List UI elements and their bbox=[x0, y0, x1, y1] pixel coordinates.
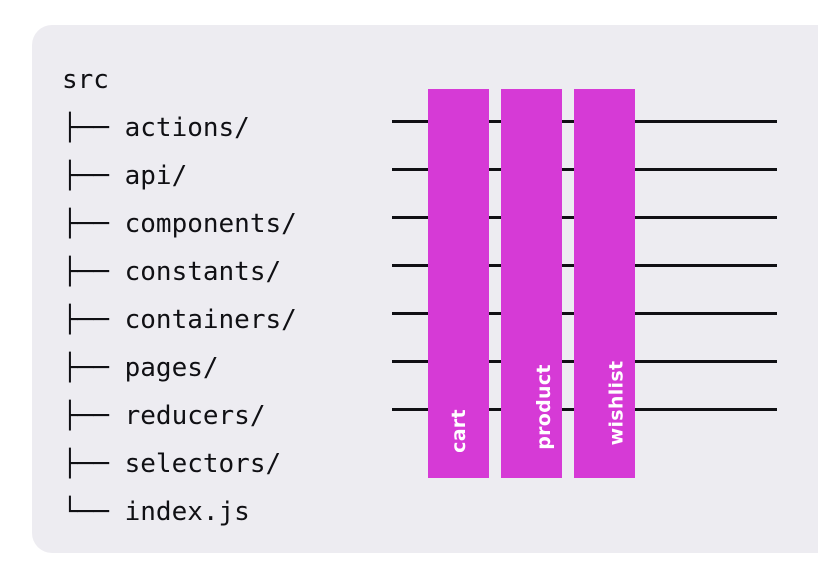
tree-row: ├── pages/ bbox=[62, 353, 219, 383]
tree-row: ├── reducers/ bbox=[62, 401, 266, 431]
module-bar-wishlist[interactable]: wishlist bbox=[574, 89, 635, 478]
module-bar-label: wishlist bbox=[574, 361, 635, 446]
module-bar-label-text: product bbox=[532, 364, 555, 450]
folder-tree: src ├── actions/ ├── api/ ├── components/ ├─… bbox=[62, 56, 297, 536]
tree-row: └── index.js bbox=[62, 497, 250, 527]
tree-row: ├── actions/ bbox=[62, 113, 250, 143]
diagram-card bbox=[32, 25, 818, 553]
module-bar-cart[interactable]: cart bbox=[428, 89, 489, 478]
tree-row: ├── selectors/ bbox=[62, 449, 282, 479]
module-bar-label-text: cart bbox=[447, 409, 470, 453]
module-bar-product[interactable]: product bbox=[501, 89, 562, 478]
tree-root-row: src bbox=[62, 65, 109, 95]
module-bar-label: product bbox=[501, 364, 562, 450]
tree-row: ├── components/ bbox=[62, 209, 297, 239]
module-bar-label: cart bbox=[428, 409, 489, 453]
tree-row: ├── api/ bbox=[62, 161, 188, 191]
tree-row: ├── containers/ bbox=[62, 305, 297, 335]
module-bar-label-text: wishlist bbox=[605, 360, 628, 446]
tree-row: ├── constants/ bbox=[62, 257, 282, 287]
